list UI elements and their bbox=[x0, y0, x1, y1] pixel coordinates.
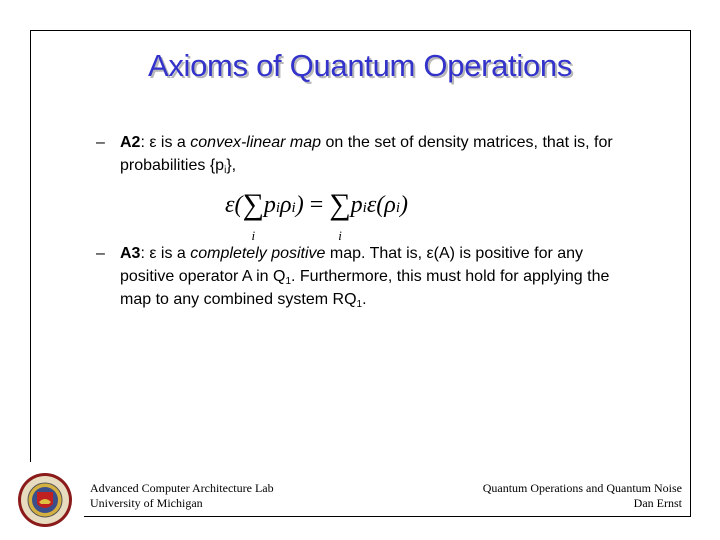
frame-top bbox=[30, 30, 691, 31]
bullet-a3: – A3: ε is a completely positive map. Th… bbox=[96, 245, 610, 310]
frame-right bbox=[690, 30, 691, 517]
footer-right: Quantum Operations and Quantum Noise Dan… bbox=[482, 481, 682, 510]
bullet-a2: – A2: ε is a convex-linear map on the se… bbox=[96, 134, 613, 176]
frame-bottom bbox=[84, 516, 691, 517]
footer-left: Advanced Computer Architecture Lab Unive… bbox=[90, 481, 274, 510]
slide-title: Axioms of Quantum Operations bbox=[147, 48, 573, 83]
university-seal-logo bbox=[18, 473, 72, 527]
frame-left bbox=[30, 30, 31, 462]
